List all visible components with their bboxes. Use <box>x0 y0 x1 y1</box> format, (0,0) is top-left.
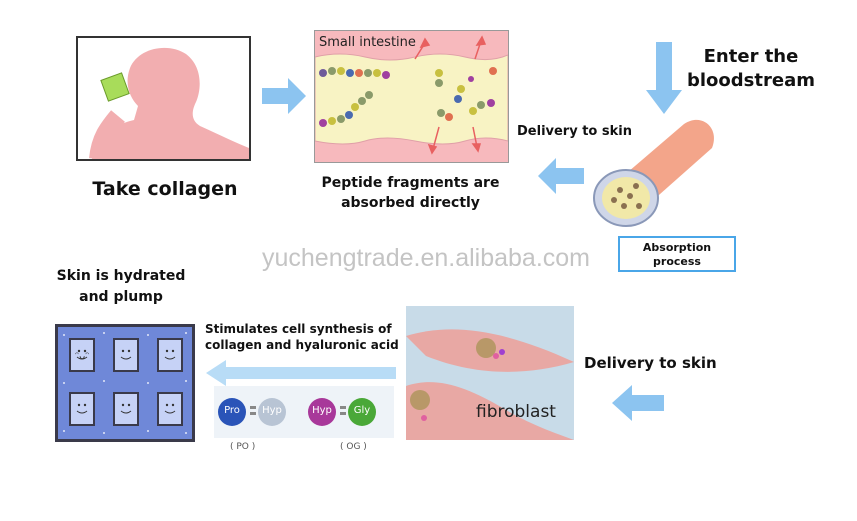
peptide-caption-og: ( OG ) <box>340 442 367 452</box>
arrow-left-2 <box>206 360 396 386</box>
bloodstream-label-1: Enter the <box>703 46 799 67</box>
peptide-molecules: Pro Hyp Hyp Gly <box>214 386 394 438</box>
arrow-left-1 <box>538 158 584 194</box>
fibroblast-label: fibroblast <box>476 402 556 422</box>
synthesis-label-1: Stimulates cell synthesis of <box>205 322 392 336</box>
absorption-line1: Absorption <box>642 241 712 254</box>
small-intestine-label: Small intestine <box>319 35 416 50</box>
peptide-chain-2 <box>319 91 373 127</box>
skin-label-1: Skin is hydrated <box>56 268 186 284</box>
arrow-down-1 <box>646 42 682 114</box>
take-collagen-panel <box>76 36 251 161</box>
delivery-label-upper: Delivery to skin <box>517 124 632 139</box>
arrow-left-3 <box>612 385 664 421</box>
take-collagen-label: Take collagen <box>92 178 238 200</box>
absorption-line2: process <box>653 255 701 268</box>
absorption-process-box: Absorption process <box>618 236 736 272</box>
peptide-label-2: absorbed directly <box>341 195 480 211</box>
skin-cells-illustration: ᵔᴗᵔ <box>63 332 187 434</box>
skin-cells-panel: ᵔᴗᵔ <box>55 324 195 442</box>
fibroblast-panel: fibroblast <box>406 306 574 440</box>
intestine-panel: Small intestine <box>314 30 509 163</box>
watermark: yuchengtrade.en.alibaba.com <box>262 244 591 272</box>
peptide-hyp-2: Hyp <box>312 405 332 416</box>
skin-label-2: and plump <box>79 289 163 305</box>
synthesis-label-2: collagen and hyaluronic acid <box>205 338 399 352</box>
intestine-illustration <box>314 35 509 155</box>
peptide-chain-1 <box>319 67 390 79</box>
blood-vessel-illustration <box>593 119 714 227</box>
person-drinking-illustration <box>89 47 249 161</box>
peptide-pro: Pro <box>224 405 240 416</box>
arrow-right-1 <box>262 78 306 114</box>
delivery-label-lower: Delivery to skin <box>584 354 717 372</box>
peptide-hyp-1: Hyp <box>262 405 282 416</box>
svg-text:ᵔᴗᵔ: ᵔᴗᵔ <box>75 351 89 362</box>
peptide-caption-po: ( PO ) <box>230 442 256 452</box>
peptide-label-1: Peptide fragments are <box>321 175 500 191</box>
bloodstream-label-2: bloodstream <box>687 70 815 91</box>
fibroblast-illustration <box>406 329 574 440</box>
peptide-gly: Gly <box>353 405 371 416</box>
